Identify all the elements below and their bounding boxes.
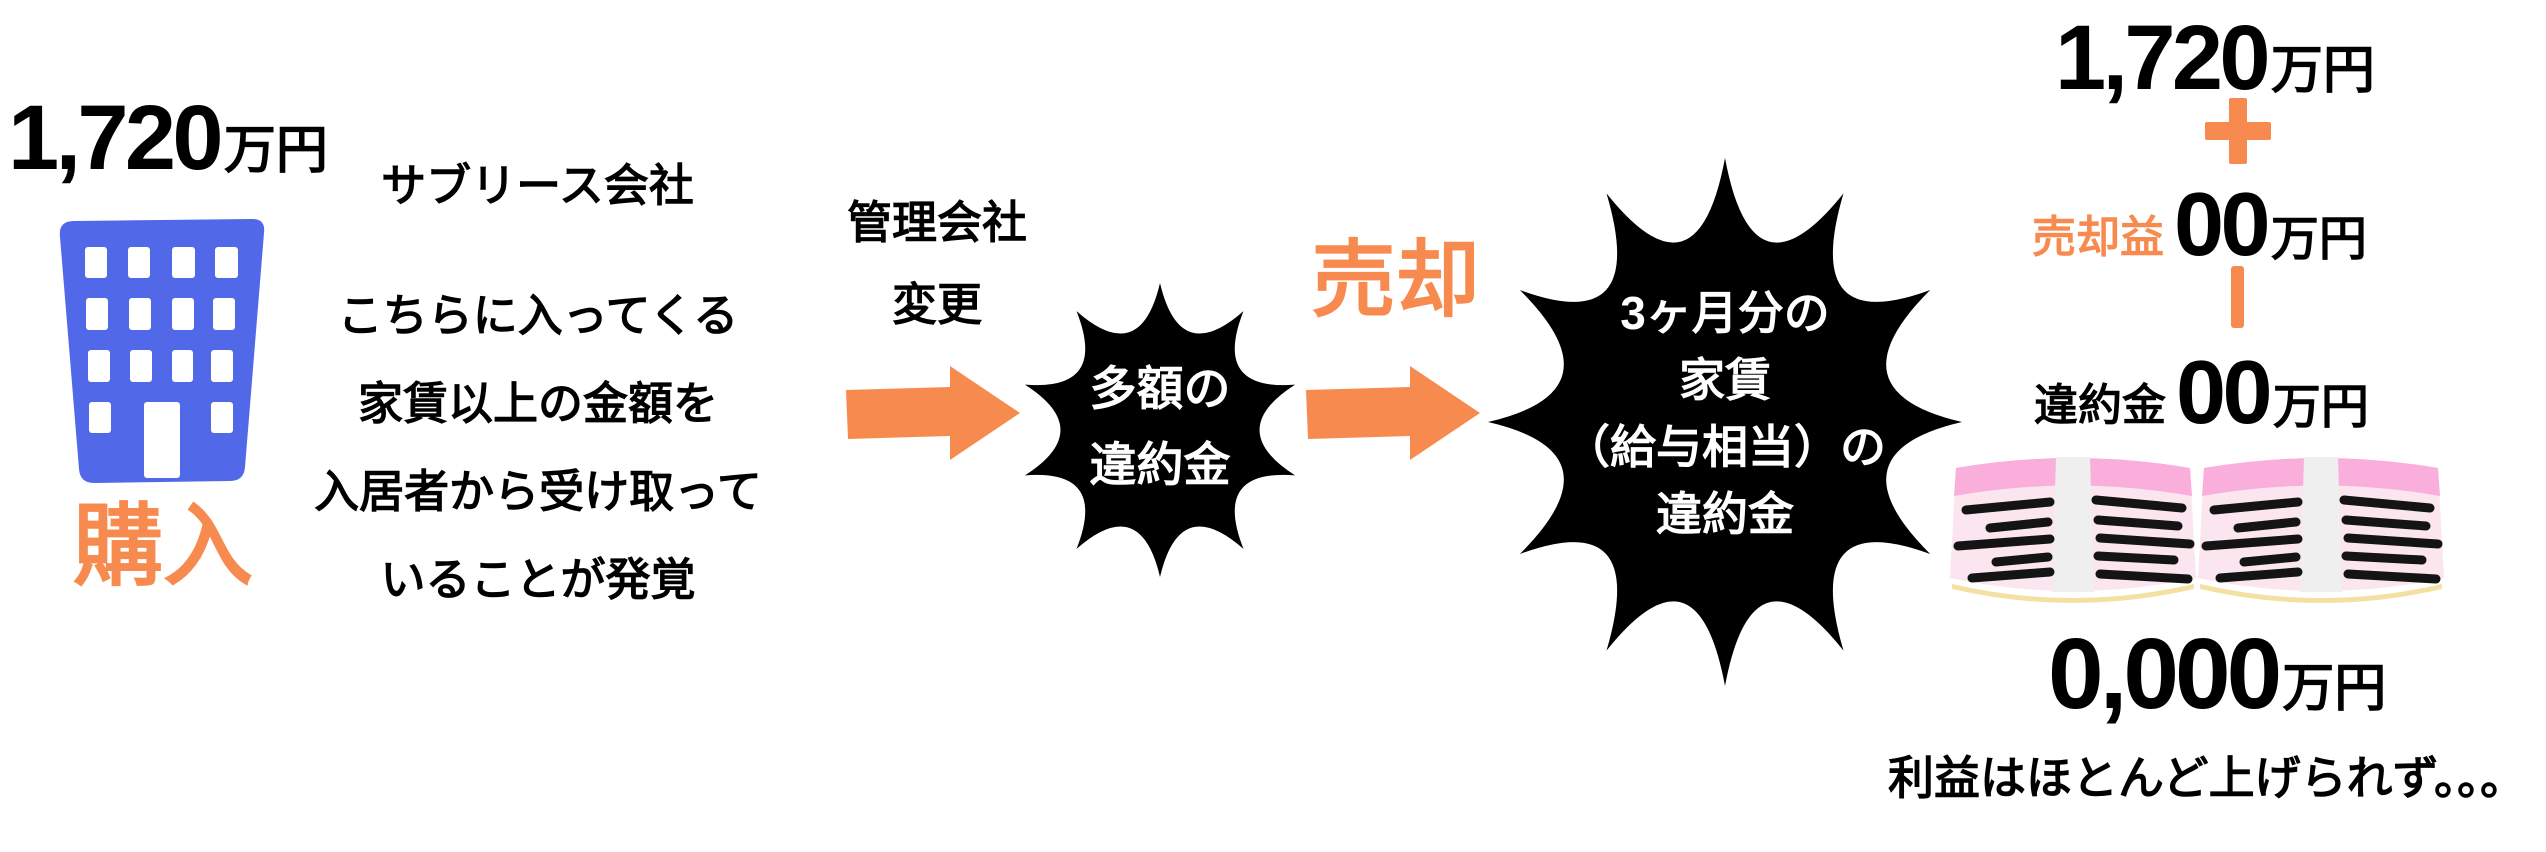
minus-icon — [2231, 266, 2244, 328]
management-change-label: 管理会社 変更 — [817, 182, 1057, 346]
purchase-amount-unit: 万円 — [223, 122, 328, 181]
plus-icon — [2205, 98, 2271, 164]
sublease-line-4: いることが発覚 — [380, 554, 696, 605]
explosion-burst-icon — [1024, 283, 1296, 577]
sublease-line-3: 入居者から受け取って — [314, 466, 762, 517]
calc-total-amount: 0,000 — [2048, 618, 2282, 730]
money-stack-icon — [1950, 457, 2196, 603]
sublease-line-1: こちらに入ってくる — [337, 290, 739, 341]
sale-action-label: 売却 — [1311, 233, 1480, 327]
big-penalty-burst-text: 3ヶ月分の 家賃 （給与相当）の 違約金 — [1488, 280, 1962, 548]
penalty-burst-line-1: 多額の — [1089, 362, 1231, 415]
penalty-burst-line-2: 違約金 — [1089, 438, 1231, 491]
calc-purchase-row: 1,720 万円 — [2055, 12, 2375, 104]
calc-purchase-amount: 1,720 — [2055, 7, 2271, 109]
calc-sale-profit-row: 売却益 00 万円 — [2032, 180, 2367, 270]
big-penalty-burst: 3ヶ月分の 家賃 （給与相当）の 違約金 — [1488, 158, 1962, 687]
arrow-right-icon — [1306, 366, 1480, 460]
explosion-burst-icon — [1488, 158, 1962, 686]
sublease-company-title: サブリース会社 — [381, 160, 694, 211]
calc-total-row: 0,000 万円 — [2048, 624, 2386, 724]
calc-sale-profit-label: 売却益 — [2032, 213, 2164, 263]
purchase-amount: 1,720 万円 — [8, 92, 328, 184]
purchase-action-label: 購入 — [73, 497, 253, 597]
management-change-line-1: 管理会社 — [846, 197, 1027, 248]
calc-penalty-label: 違約金 — [2034, 381, 2166, 431]
big-penalty-burst-line-4: 違約金 — [1656, 488, 1794, 540]
money-stack-icon — [2198, 457, 2444, 603]
calc-sale-profit-amount: 00 — [2174, 175, 2271, 275]
calc-purchase-unit: 万円 — [2270, 42, 2375, 101]
management-change-line-2: 変更 — [891, 279, 982, 330]
conclusion-text: 利益はほとんど上げられず。。。 — [1888, 752, 2527, 804]
arrow-right-icon — [846, 366, 1020, 460]
big-penalty-burst-line-1: 3ヶ月分の — [1620, 287, 1830, 339]
big-penalty-burst-line-3: （給与相当）の — [1564, 421, 1886, 473]
building-icon — [59, 218, 265, 483]
sublease-line-2: 家賃以上の金額を — [357, 378, 718, 429]
penalty-burst: 多額の 違約金 — [1018, 283, 1302, 577]
calc-penalty-unit: 万円 — [2272, 380, 2369, 434]
sublease-description: こちらに入ってくる 家賃以上の金額を 入居者から受け取って いることが発覚 — [238, 272, 838, 624]
calc-sale-profit-unit: 万円 — [2270, 212, 2367, 266]
purchase-amount-value: 1,720 — [8, 87, 224, 189]
big-penalty-burst-line-2: 家賃 — [1679, 354, 1771, 406]
calc-total-unit: 万円 — [2282, 660, 2387, 719]
calc-penalty-row: 違約金 00 万円 — [2034, 348, 2369, 438]
calc-penalty-amount: 00 — [2176, 343, 2273, 443]
penalty-burst-text: 多額の 違約金 — [1018, 351, 1302, 503]
